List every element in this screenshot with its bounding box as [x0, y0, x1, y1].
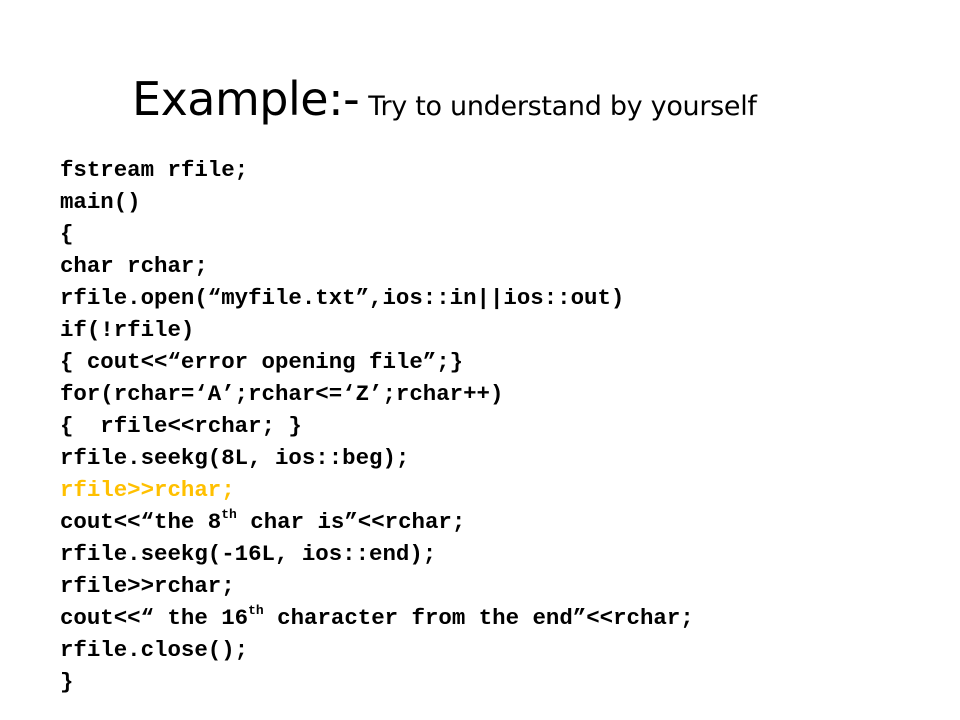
slide-title: Example:- Try to understand by yourself	[132, 72, 757, 126]
title-main: Example:-	[132, 72, 360, 126]
code-line-highlighted: rfile>>rchar;	[60, 477, 235, 503]
code-line: }	[60, 669, 74, 695]
code-line: { rfile<<rchar; }	[60, 413, 302, 439]
code-line: rfile.close();	[60, 637, 249, 663]
code-line: for(rchar=‘A’;rchar<=‘Z’;rchar++)	[60, 381, 504, 407]
superscript: th	[221, 506, 237, 522]
superscript: th	[248, 602, 264, 618]
code-line: rfile.seekg(8L, ios::beg);	[60, 445, 410, 471]
code-block: fstream rfile; main() { char rchar; rfil…	[60, 154, 694, 698]
code-line: main()	[60, 189, 141, 215]
code-line: {	[60, 221, 74, 247]
code-line: rfile.seekg(-16L, ios::end);	[60, 541, 437, 567]
code-text: cout<<“ the 16	[60, 605, 249, 631]
code-line: rfile.open(“myfile.txt”,ios::in||ios::ou…	[60, 285, 625, 311]
code-text: character from the end”<<rchar;	[263, 605, 694, 631]
code-text: char is”<<rchar;	[236, 509, 466, 535]
code-line: { cout<<“error opening file”;}	[60, 349, 464, 375]
code-line: rfile>>rchar;	[60, 573, 235, 599]
code-line: if(!rfile)	[60, 317, 195, 343]
code-line: char rchar;	[60, 253, 208, 279]
code-line: fstream rfile;	[60, 157, 249, 183]
title-subtitle: Try to understand by yourself	[368, 91, 757, 122]
code-text: cout<<“the 8	[60, 509, 222, 535]
code-line: cout<<“ the 16th character from the end”…	[60, 602, 694, 634]
code-line: cout<<“the 8th char is”<<rchar;	[60, 506, 694, 538]
